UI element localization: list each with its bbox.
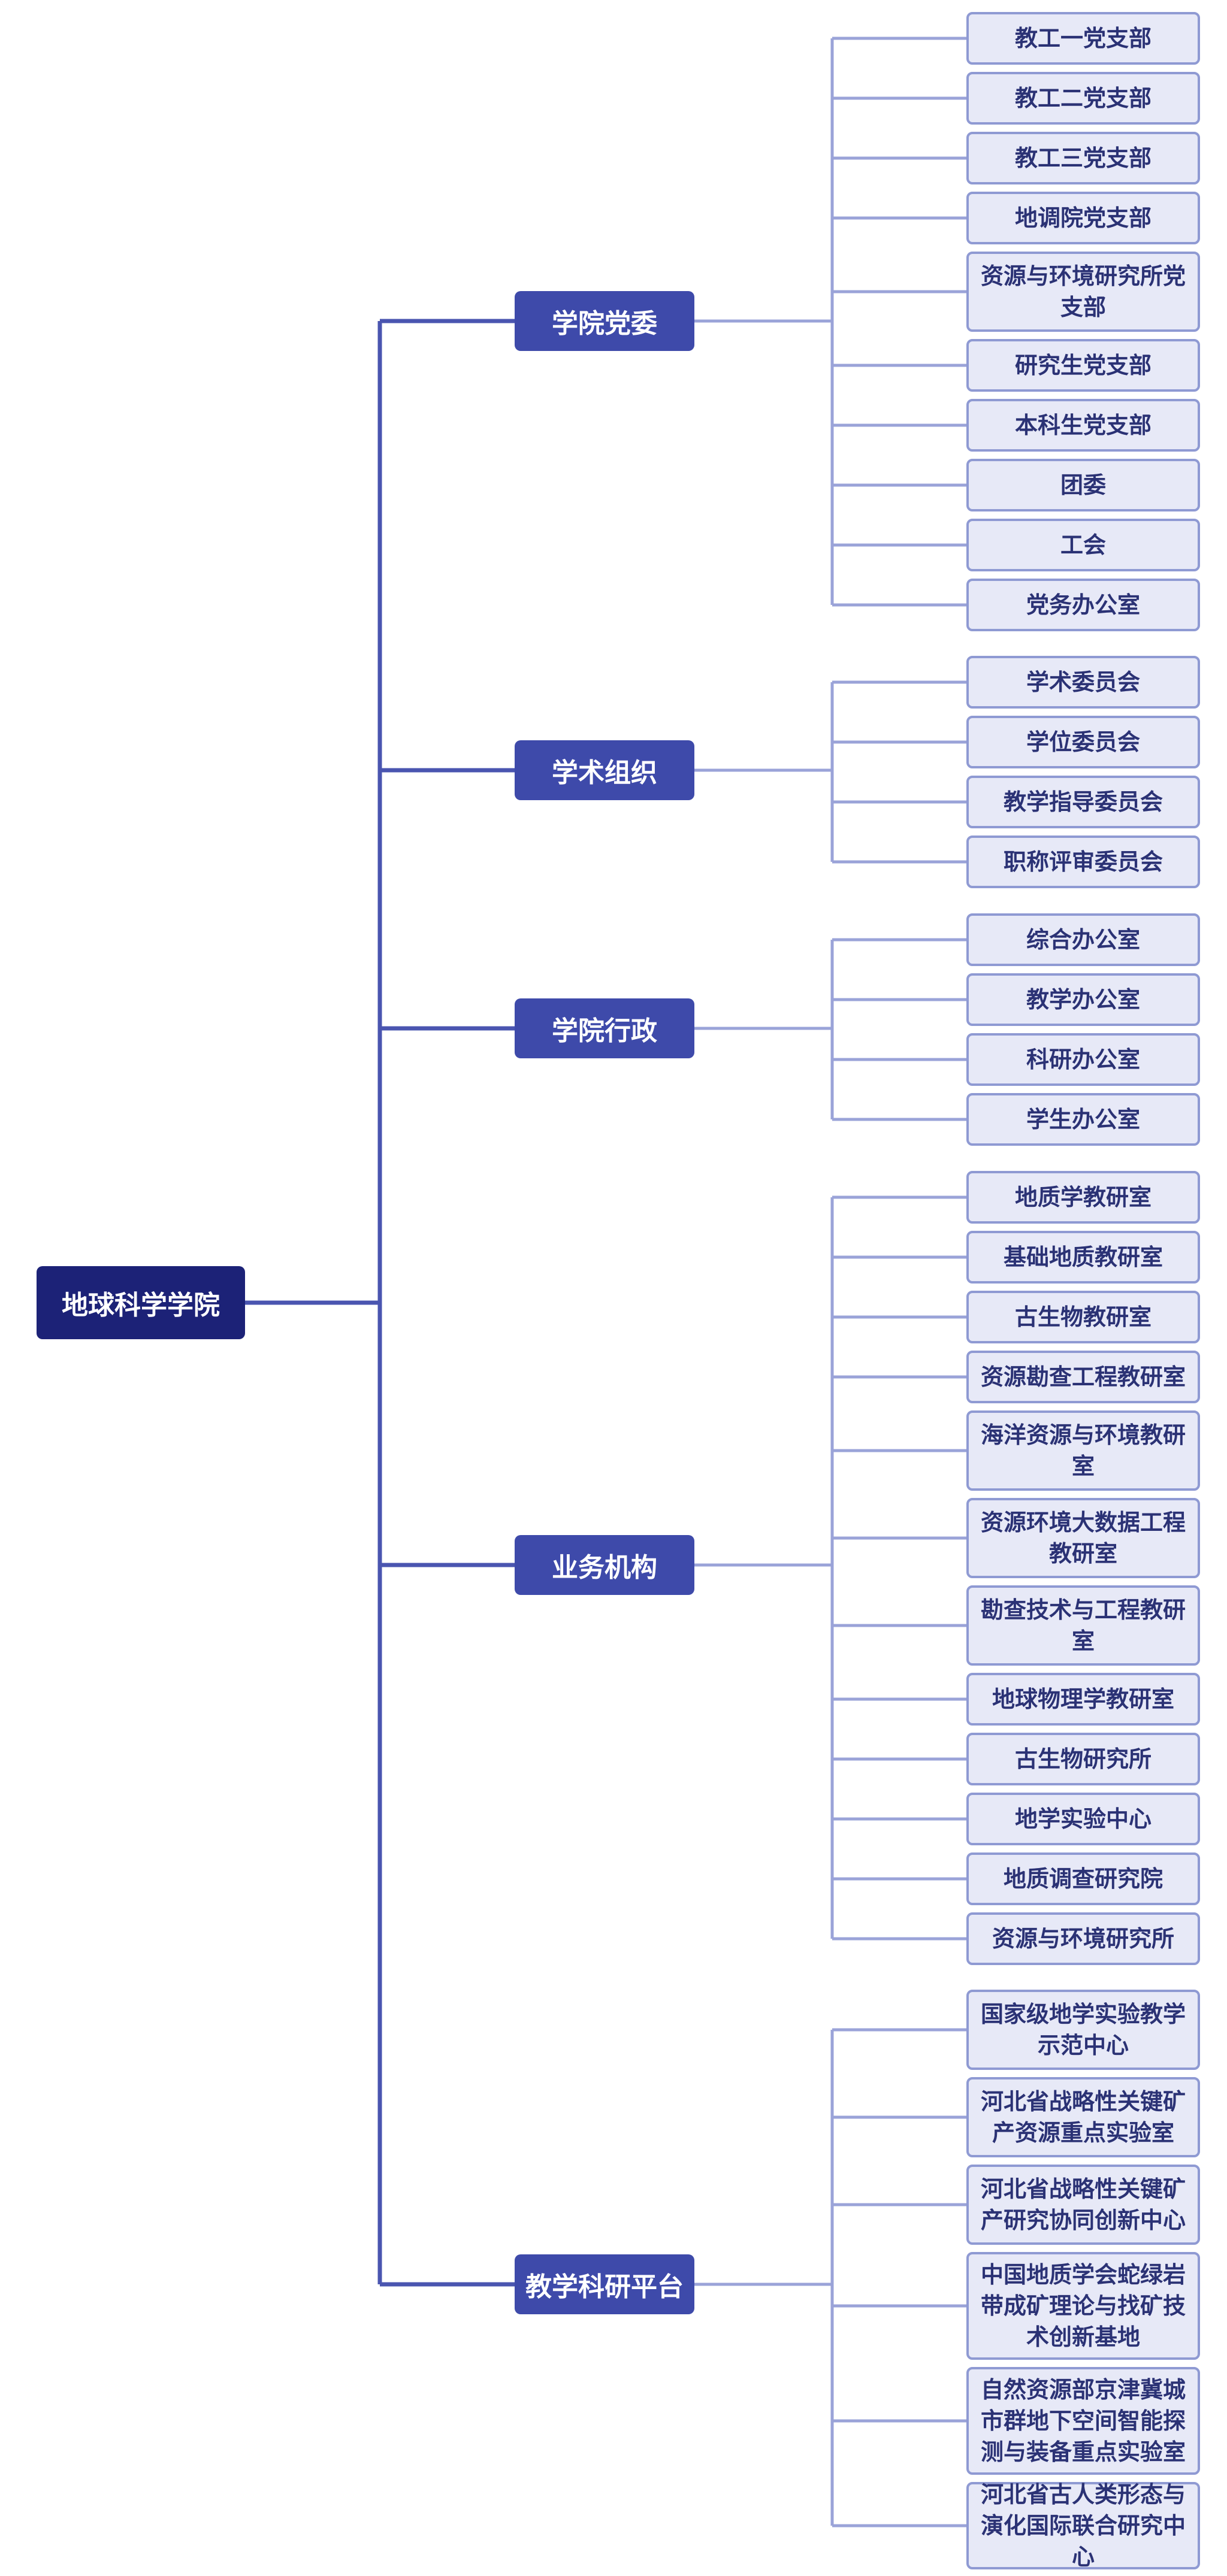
leaf-label: 河北省战略性关键矿产研究协同创新中心 <box>980 2176 1186 2233</box>
leaf-node: 地学实验中心 <box>966 1793 1200 1845</box>
branch-label: 学院行政 <box>552 1016 657 1046</box>
leaf-label: 教工三党支部 <box>1014 145 1152 171</box>
leaf-label: 教工二党支部 <box>1014 85 1152 111</box>
root-label: 地球科学学院 <box>62 1290 220 1321</box>
leaf-node: 河北省古人类形态与演化国际联合研究中心 <box>966 2481 1200 2570</box>
branch-label: 教学科研平台 <box>525 2272 684 2302</box>
leaf-node: 教学办公室 <box>966 973 1200 1026</box>
root-node-earth-science-school: 地球科学学院 <box>37 1266 245 1339</box>
leaf-label: 自然资源部京津冀城市群地下空间智能探测与装备重点实验室 <box>980 2377 1186 2465</box>
leaf-node: 综合办公室 <box>966 913 1200 966</box>
leaf-node: 地质调查研究院 <box>966 1852 1200 1905</box>
leaf-node: 教学指导委员会 <box>966 776 1200 828</box>
leaf-node: 古生物教研室 <box>966 1291 1200 1343</box>
leaf-label: 地调院党支部 <box>1014 205 1152 231</box>
leaf-node: 教工三党支部 <box>966 132 1200 184</box>
leaf-node: 学术委员会 <box>966 656 1200 709</box>
leaf-label: 工会 <box>1060 532 1106 558</box>
leaf-label: 中国地质学会蛇绿岩带成矿理论与找矿技术创新基地 <box>980 2262 1186 2350</box>
leaf-label: 国家级地学实验教学示范中心 <box>980 2001 1186 2059</box>
leaf-node: 资源与环境研究所 <box>966 1912 1200 1965</box>
branch-academic-organization: 学术组织 <box>515 740 694 800</box>
leaf-node: 资源与环境研究所党支部 <box>966 252 1200 332</box>
leaf-label: 学术委员会 <box>1026 669 1140 695</box>
leaf-node: 党务办公室 <box>966 579 1200 631</box>
leaf-label: 资源环境大数据工程教研室 <box>980 1509 1186 1567</box>
leaf-label: 基础地质教研室 <box>1003 1244 1163 1270</box>
leaf-node: 河北省战略性关键矿产资源重点实验室 <box>966 2077 1200 2157</box>
leaf-label: 团委 <box>1060 472 1106 498</box>
leaf-label: 职称评审委员会 <box>1003 849 1163 875</box>
leaf-label: 古生物教研室 <box>1014 1304 1152 1330</box>
leaf-node: 本科生党支部 <box>966 399 1200 452</box>
leaf-label: 研究生党支部 <box>1014 352 1152 379</box>
branch-label: 学院党委 <box>552 308 657 339</box>
leaf-node: 地调院党支部 <box>966 192 1200 244</box>
leaf-node: 工会 <box>966 519 1200 571</box>
leaf-node: 自然资源部京津冀城市群地下空间智能探测与装备重点实验室 <box>966 2367 1200 2475</box>
leaf-node: 古生物研究所 <box>966 1733 1200 1785</box>
leaf-node: 团委 <box>966 459 1200 511</box>
branch-label: 业务机构 <box>552 1552 657 1583</box>
branch-party-committee: 学院党委 <box>515 291 694 351</box>
leaf-node: 河北省战略性关键矿产研究协同创新中心 <box>966 2165 1200 2245</box>
leaf-label: 资源勘查工程教研室 <box>980 1364 1186 1390</box>
leaf-label: 党务办公室 <box>1026 592 1140 618</box>
leaf-label: 教学指导委员会 <box>1003 789 1163 815</box>
leaf-node: 学位委员会 <box>966 716 1200 768</box>
leaf-node: 基础地质教研室 <box>966 1231 1200 1284</box>
leaf-label: 学位委员会 <box>1026 729 1140 755</box>
leaf-node: 教工二党支部 <box>966 72 1200 125</box>
leaf-label: 地球物理学教研室 <box>992 1686 1174 1712</box>
leaf-label: 勘查技术与工程教研室 <box>980 1597 1186 1654</box>
leaf-node: 资源勘查工程教研室 <box>966 1351 1200 1403</box>
leaf-node: 资源环境大数据工程教研室 <box>966 1498 1200 1578</box>
leaf-label: 地学实验中心 <box>1014 1806 1152 1832</box>
leaf-label: 河北省战略性关键矿产资源重点实验室 <box>980 2088 1186 2146</box>
branch-teaching-research-platforms: 教学科研平台 <box>515 2254 694 2314</box>
leaf-label: 海洋资源与环境教研室 <box>980 1422 1186 1479</box>
leaf-label: 综合办公室 <box>1026 927 1140 953</box>
leaf-label: 教学办公室 <box>1026 986 1140 1013</box>
branch-administration: 学院行政 <box>515 998 694 1058</box>
leaf-node: 地质学教研室 <box>966 1171 1200 1224</box>
leaf-node: 海洋资源与环境教研室 <box>966 1410 1200 1491</box>
leaf-node: 国家级地学实验教学示范中心 <box>966 1990 1200 2070</box>
leaf-label: 科研办公室 <box>1026 1046 1140 1073</box>
leaf-node: 研究生党支部 <box>966 339 1200 392</box>
leaf-node: 勘查技术与工程教研室 <box>966 1585 1200 1666</box>
leaf-node: 教工一党支部 <box>966 12 1200 65</box>
leaf-label: 资源与环境研究所党支部 <box>980 263 1186 320</box>
leaf-node: 学生办公室 <box>966 1093 1200 1146</box>
leaf-label: 学生办公室 <box>1026 1106 1140 1133</box>
leaf-label: 地质调查研究院 <box>1003 1866 1163 1892</box>
leaf-node: 地球物理学教研室 <box>966 1673 1200 1726</box>
branch-label: 学术组织 <box>552 758 657 788</box>
leaf-label: 教工一党支部 <box>1014 25 1152 52</box>
leaf-label: 古生物研究所 <box>1014 1746 1152 1772</box>
leaf-label: 地质学教研室 <box>1014 1184 1152 1210</box>
leaf-node: 职称评审委员会 <box>966 836 1200 888</box>
leaf-label: 河北省古人类形态与演化国际联合研究中心 <box>980 2481 1186 2570</box>
leaf-node: 中国地质学会蛇绿岩带成矿理论与找矿技术创新基地 <box>966 2252 1200 2360</box>
leaf-label: 资源与环境研究所 <box>992 1926 1174 1952</box>
leaf-label: 本科生党支部 <box>1014 412 1152 438</box>
leaf-node: 科研办公室 <box>966 1033 1200 1086</box>
branch-business-units: 业务机构 <box>515 1535 694 1595</box>
